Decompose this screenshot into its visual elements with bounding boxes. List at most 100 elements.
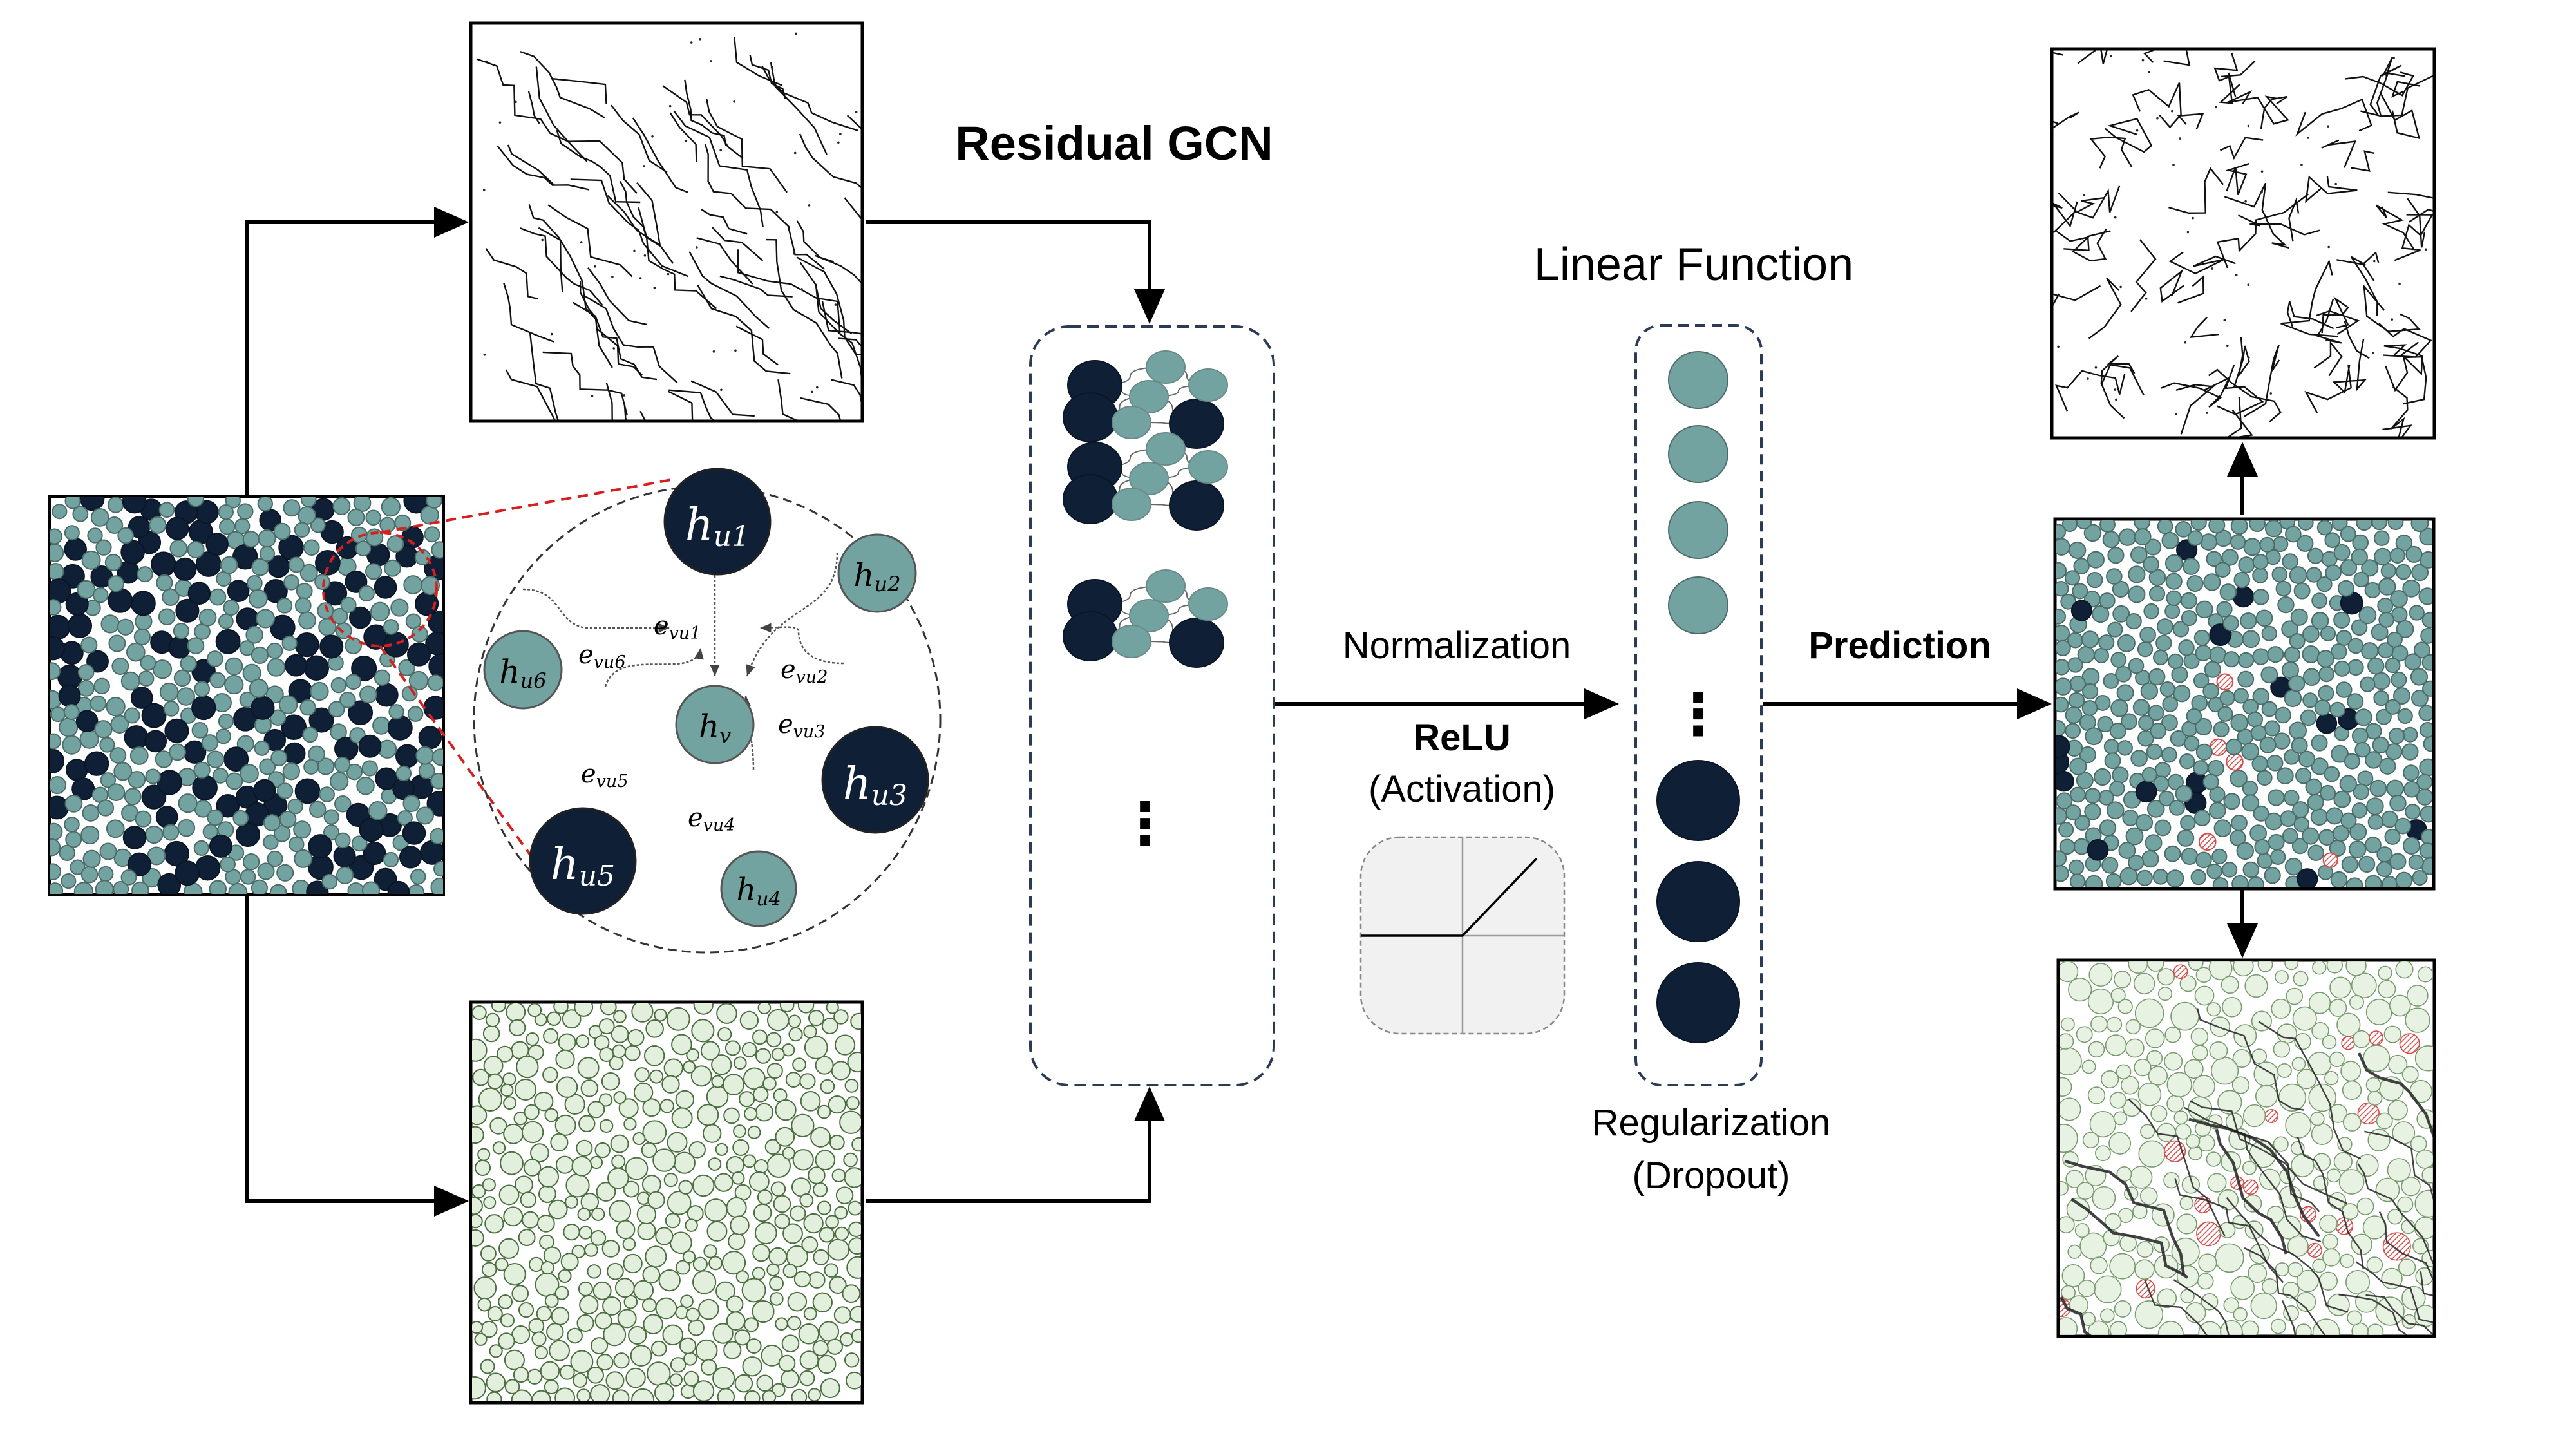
crack-path <box>2357 1052 2433 1139</box>
particle-teal <box>2378 578 2396 596</box>
isolated-node-dot <box>719 149 722 151</box>
particle-teal <box>383 851 399 868</box>
particle-teal <box>2420 627 2432 644</box>
particle-teal <box>2252 688 2269 705</box>
particle-teal <box>209 588 227 606</box>
crack-segment <box>2225 162 2250 196</box>
particle-teal <box>2073 838 2090 855</box>
particle-teal <box>156 574 173 591</box>
particle-teal <box>2259 536 2275 553</box>
particle-green <box>540 1261 554 1275</box>
particle-green <box>732 1139 750 1156</box>
particle-teal <box>2056 524 2067 540</box>
particle-teal <box>2136 813 2154 831</box>
crack-segment <box>638 207 717 310</box>
particle-teal <box>2253 805 2269 822</box>
particle-teal <box>2098 634 2115 651</box>
particle-dark <box>294 632 319 658</box>
particle-green <box>688 1319 705 1336</box>
particle-green <box>781 1369 800 1388</box>
particle-green <box>833 1009 849 1025</box>
particle-green <box>472 1105 488 1126</box>
particle-green <box>688 1141 706 1159</box>
particle-green <box>788 1027 803 1042</box>
particle-green <box>2137 1082 2162 1106</box>
zoom-region-circle <box>322 531 438 647</box>
particle-green <box>800 1091 821 1112</box>
particle-teal <box>283 574 299 591</box>
particle-green <box>752 1029 768 1045</box>
particle-dark <box>2135 781 2157 803</box>
particle-green <box>616 1220 636 1240</box>
crack-segment <box>497 146 590 191</box>
particle-teal <box>2056 719 2066 737</box>
particle-teal <box>120 869 137 886</box>
particle-green <box>741 1041 757 1057</box>
particle-green <box>2060 1017 2075 1032</box>
particle-green <box>752 1244 770 1262</box>
particle-teal <box>2373 690 2389 706</box>
gcn-node-teal <box>1129 599 1169 632</box>
particle-green <box>2328 1104 2348 1123</box>
particle-teal <box>2125 612 2142 630</box>
particle-green <box>2128 961 2148 974</box>
particle-green <box>473 1276 497 1300</box>
particle-green <box>819 1321 840 1342</box>
particle-green <box>842 1284 861 1303</box>
particle-green <box>558 1033 576 1052</box>
particle-green <box>2209 1041 2228 1060</box>
particle-teal <box>2401 743 2419 761</box>
crack-segment <box>2362 251 2380 281</box>
particle-green <box>2148 1066 2168 1086</box>
particle-green <box>2296 1269 2319 1293</box>
particle-green <box>2207 1173 2227 1193</box>
particle-teal <box>2206 551 2222 567</box>
isolated-node-dot <box>2260 190 2263 193</box>
particle-green <box>546 1011 562 1026</box>
particle-green <box>661 1075 680 1094</box>
particle-teal <box>2374 547 2392 566</box>
crack-segment <box>2304 365 2352 413</box>
relu-curve <box>1361 857 1538 937</box>
particle-teal <box>2421 654 2432 671</box>
particle-teal <box>427 674 443 692</box>
crack-path <box>2226 1197 2349 1313</box>
particle-teal <box>2150 723 2167 739</box>
particle-dark <box>2316 712 2338 734</box>
particle-teal <box>2418 705 2432 721</box>
particle-green <box>609 1200 632 1223</box>
particle-teal <box>2291 837 2309 855</box>
particle-teal <box>187 637 205 654</box>
particle-green <box>2158 987 2173 1001</box>
particle-green <box>785 1072 802 1088</box>
particle-green <box>2116 1166 2132 1182</box>
gcn-layer-graph <box>1063 432 1228 531</box>
isolated-node-dot <box>2057 345 2060 348</box>
crack-segment <box>2383 341 2423 376</box>
particle-teal <box>120 671 140 691</box>
node-u2-label: h <box>853 556 874 594</box>
particle-green <box>766 1263 780 1277</box>
particle-teal <box>2236 842 2255 860</box>
particle-teal <box>2110 699 2129 717</box>
particle-teal <box>2288 675 2306 692</box>
particle-green <box>2255 1084 2278 1108</box>
particle-green <box>683 1060 696 1074</box>
particle-green <box>2293 971 2309 987</box>
particle-teal <box>173 669 191 687</box>
particle-teal <box>2408 854 2424 870</box>
particle-teal <box>2386 779 2405 798</box>
crack-segment <box>610 104 668 173</box>
particle-green <box>623 1180 640 1198</box>
particle-green <box>590 1384 611 1401</box>
particle-green <box>483 1056 504 1076</box>
gcn-layer-graph <box>1063 569 1228 668</box>
isolated-node-dot <box>633 249 636 252</box>
crack-segment <box>799 261 853 335</box>
particle-green <box>2415 1267 2433 1286</box>
particle-green <box>625 1157 649 1180</box>
particle-teal <box>212 767 229 784</box>
particle-green <box>2060 1317 2078 1335</box>
particle-green <box>2092 1186 2116 1210</box>
particle-green <box>851 1137 861 1152</box>
